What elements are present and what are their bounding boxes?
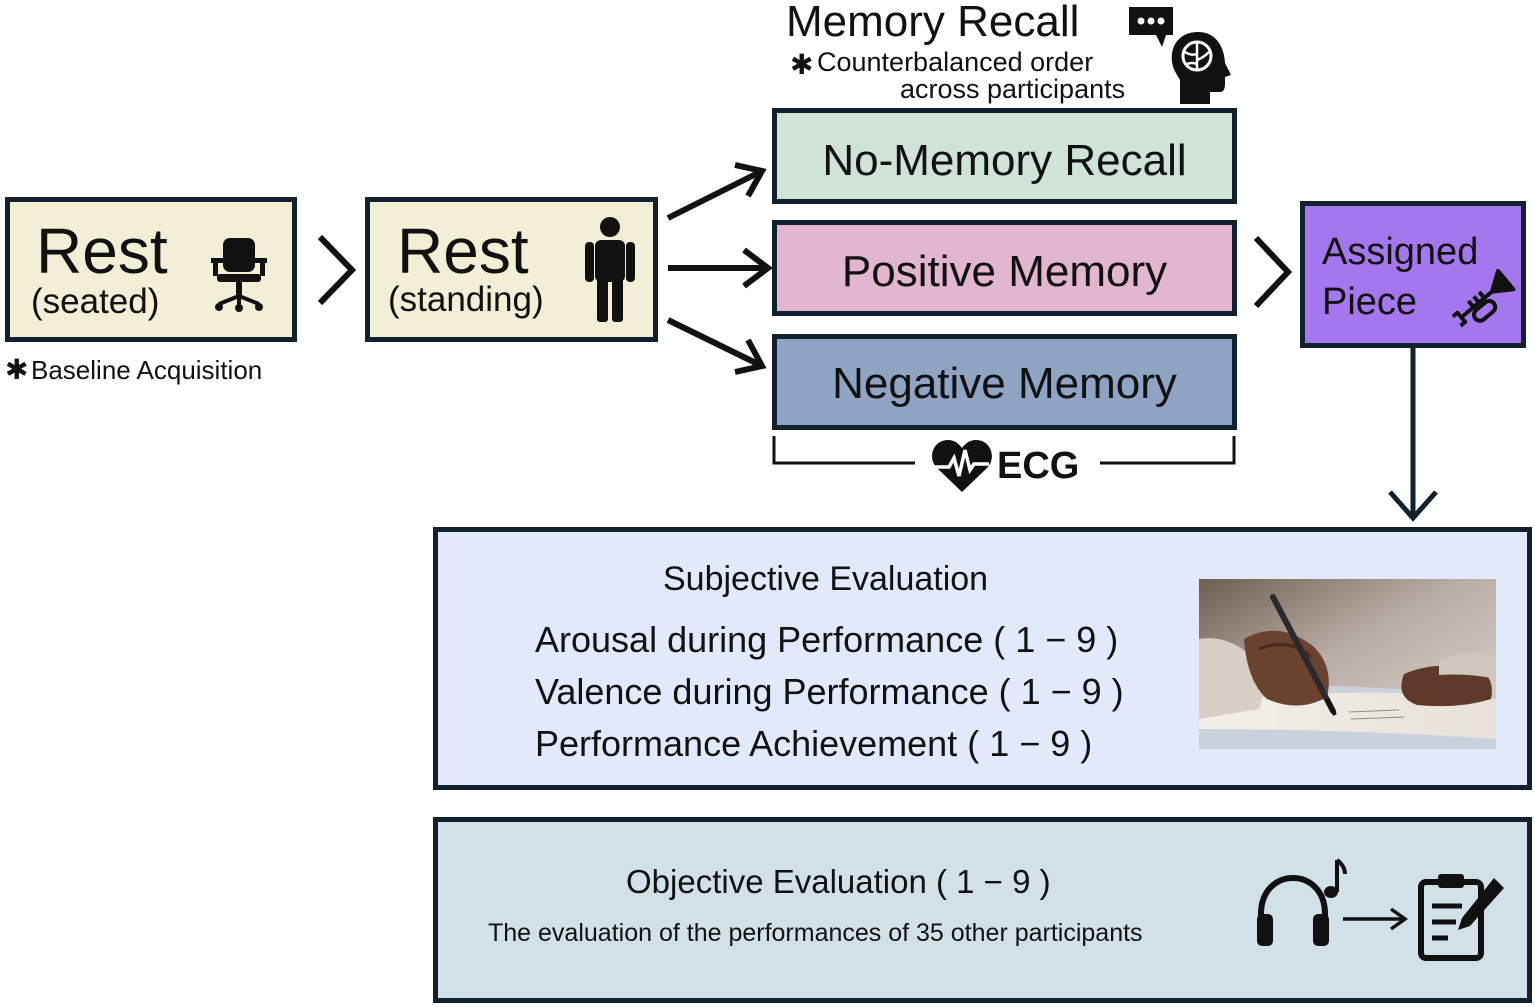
subjective-item: Arousal during Performance ( 1 − 9 ) [535,619,1119,660]
rest-seated-subtitle: (seated) [31,282,160,321]
no-memory-recall-box: No-Memory Recall [772,108,1237,204]
arrow-to-no-memory [666,169,762,221]
assigned-piece-line1: Assigned [1322,231,1479,273]
rest-seated-box: Rest (seated) [5,197,297,342]
ecg-label: ECG [997,445,1080,487]
positive-memory-label: Positive Memory [841,247,1168,296]
assigned-piece-line2: Piece [1322,281,1418,323]
subjective-item: Performance Achievement ( 1 − 9 ) [535,723,1093,764]
baseline-note: Baseline Acquisition [31,355,263,385]
objective-description: The evaluation of the performances of 35… [488,919,1143,947]
subjective-title: Subjective Evaluation [663,560,989,598]
subjective-item: Valence during Performance ( 1 − 9 ) [535,671,1124,712]
counterbalance-note-line1: Counterbalanced order [817,47,1094,77]
head-brain-icon [1171,32,1231,104]
speech-bubble-icon [1129,7,1173,47]
arrow-to-negative [666,317,762,368]
counterbalance-marker: ✱ [790,49,814,80]
objective-title: Objective Evaluation ( 1 − 9 ) [626,863,1051,900]
positive-memory-box: Positive Memory [772,220,1237,316]
counterbalance-note-line2: across participants [900,74,1126,104]
subjective-evaluation-box: Subjective Evaluation Arousal during Per… [433,527,1532,790]
rest-standing-subtitle: (standing) [388,280,544,319]
arrow-icon [1343,907,1409,931]
negative-memory-box: Negative Memory [772,334,1237,430]
objective-evaluation-box: Objective Evaluation ( 1 − 9 ) The evalu… [433,817,1532,1003]
rest-standing-box: Rest (standing) [365,197,658,342]
clipboard-pen-icon [1418,874,1504,961]
ecg-bracket-left [772,436,915,465]
no-memory-recall-label: No-Memory Recall [822,136,1187,185]
heart-pulse-icon [932,440,992,492]
rest-standing-title: Rest [397,215,529,287]
baseline-note-marker: ✱ [5,354,29,385]
office-chair-icon [211,238,267,312]
trumpet-icon [1451,268,1516,328]
hand-writing-photo [1199,579,1496,749]
negative-memory-label: Negative Memory [832,359,1177,408]
chevron-arrow-2 [1253,235,1293,309]
rest-seated-title: Rest [36,215,168,287]
headphones-music-icon [1257,858,1347,946]
standing-person-icon [585,217,635,322]
chevron-arrow-1 [317,234,357,306]
assigned-piece-box: Assigned Piece [1300,201,1526,348]
ecg-bracket-right [1100,436,1236,465]
memory-recall-title: Memory Recall [786,0,1080,46]
